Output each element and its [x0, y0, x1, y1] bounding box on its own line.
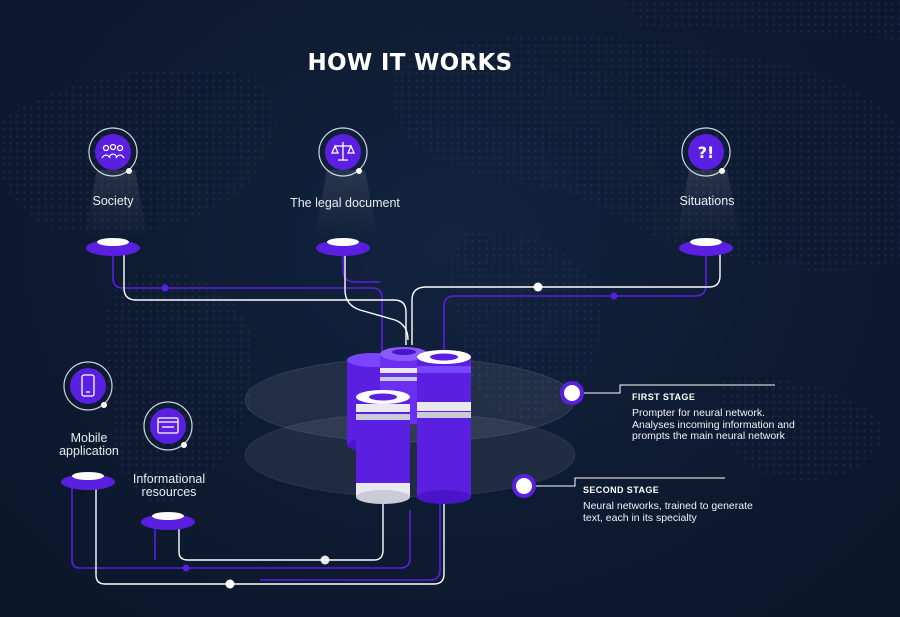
- node-label-mobile: Mobile application: [59, 431, 119, 458]
- node-icon-info: [142, 400, 194, 452]
- node-label-situations: Situations: [679, 194, 735, 208]
- connection-dots: [161, 282, 618, 589]
- node-icon-legal: [317, 126, 369, 178]
- node-label-info: Informational resources: [132, 472, 206, 499]
- node-icon-mobile: [62, 360, 114, 412]
- page-title: HOW IT WORKS: [307, 50, 513, 76]
- pad-info: [141, 512, 195, 530]
- people-icon: [88, 127, 138, 177]
- stage-first-title: FIRST STAGE: [632, 392, 696, 402]
- browser-window-icon: [143, 401, 193, 451]
- pad-society: [86, 238, 140, 256]
- pad-mobile: [61, 472, 115, 490]
- node-pads: [61, 238, 733, 530]
- question-exclamation-icon: ?!: [681, 127, 731, 177]
- pad-situations: [679, 238, 733, 256]
- purple-connectors: [71, 248, 707, 581]
- stage-markers: [512, 381, 584, 498]
- scales-icon: [318, 127, 368, 177]
- situations-glyph: ?!: [698, 143, 715, 162]
- white-connectors: [95, 250, 775, 585]
- server-stack-front-left: [356, 390, 410, 504]
- server-stack-front-right: [417, 350, 471, 504]
- smartphone-icon: [63, 361, 113, 411]
- stage-second-desc: Neural networks, trained to generate tex…: [583, 500, 753, 524]
- stage-second: SECOND STAGE Neural networks, trained to…: [583, 485, 773, 524]
- icon-glows: [84, 170, 740, 240]
- node-icon-society: [87, 126, 139, 178]
- node-icon-situations: ?!: [680, 126, 732, 178]
- stage-second-title: SECOND STAGE: [583, 485, 660, 495]
- node-label-legal: The legal document: [290, 196, 400, 210]
- stage-first-desc: Prompter for neural network. Analyses in…: [632, 407, 795, 442]
- stage-first: FIRST STAGE Prompter for neural network.…: [632, 392, 797, 443]
- node-label-society: Society: [92, 194, 134, 208]
- world-map-dots: [0, 0, 900, 505]
- pad-legal: [316, 238, 370, 256]
